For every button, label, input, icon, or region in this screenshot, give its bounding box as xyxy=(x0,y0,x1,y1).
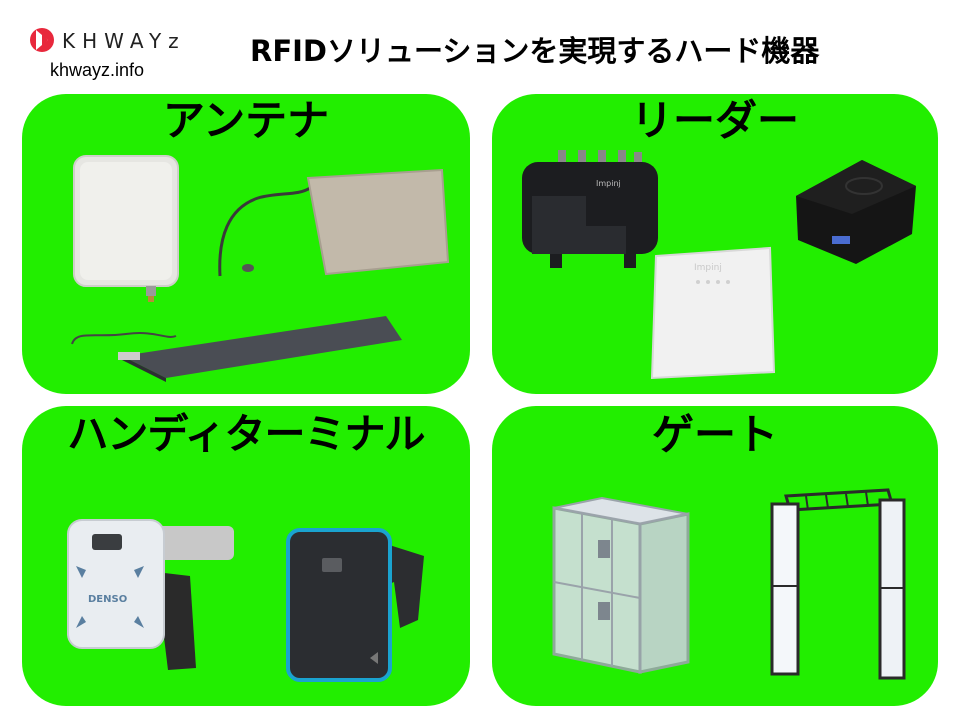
logo-mark-icon xyxy=(30,28,54,52)
handheld-brand-label: DENSO xyxy=(88,594,127,605)
panel-handy-terminal: ハンディターミナル DENSO xyxy=(22,406,470,706)
flat-panel-antenna-image xyxy=(218,168,450,277)
panel-title-handy-terminal: ハンディターミナル xyxy=(67,410,425,458)
tunnel-gate-image xyxy=(552,496,690,674)
compact-reader-image xyxy=(796,160,916,264)
panel-reader: リーダー Impinj Impinj xyxy=(492,94,938,394)
site-url[interactable]: khwayz.info xyxy=(50,60,145,80)
tablet-rfid-sled-image xyxy=(286,528,424,682)
panel-antenna: アンテナ xyxy=(22,94,470,394)
ceiling-reader-brand-label: Impinj xyxy=(694,263,722,273)
page-title: RFIDソリューションを実現するハード機器 xyxy=(250,34,820,68)
panel-gate: ゲート xyxy=(492,406,938,706)
khwayz-logo: KHWAYz xyxy=(30,28,186,53)
reader-brand-label: Impinj xyxy=(596,179,621,188)
ceiling-reader-image: Impinj xyxy=(650,246,776,380)
panel-title-antenna: アンテナ xyxy=(162,96,330,145)
svg-text:KHWAYz: KHWAYz xyxy=(62,29,186,53)
panel-title-reader: リーダー xyxy=(630,96,799,145)
panel-title-gate: ゲート xyxy=(651,410,778,459)
mat-antenna-image xyxy=(71,316,402,382)
denso-handheld-image: DENSO xyxy=(67,519,234,670)
patch-antenna-image xyxy=(73,155,179,302)
fixed-reader-image: Impinj xyxy=(522,150,658,268)
arch-gate-image xyxy=(770,488,906,680)
